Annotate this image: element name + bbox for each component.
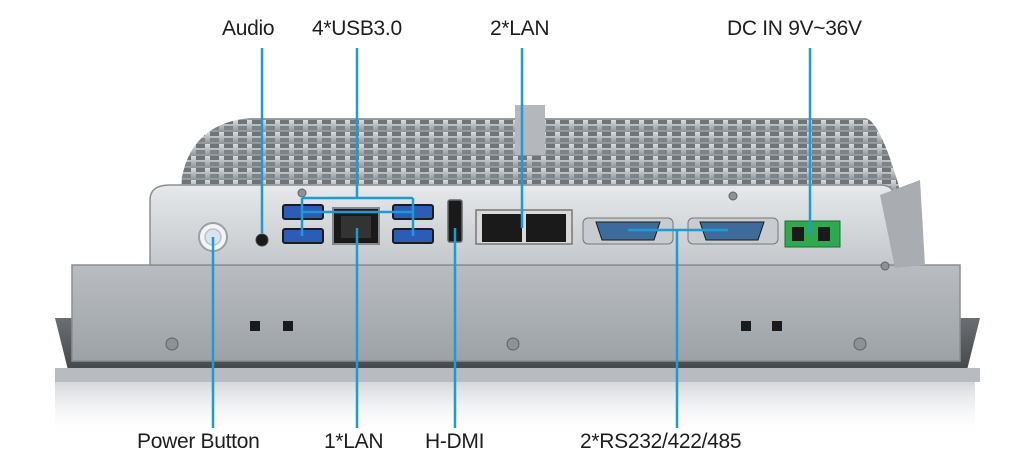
usb-label: 4*USB3.0 — [312, 17, 402, 40]
heatsink-ridge — [515, 105, 545, 155]
bezel-edge — [55, 368, 980, 382]
lan2-label: 2*LAN — [490, 17, 550, 40]
side-bracket — [880, 180, 925, 268]
screw-icon — [297, 188, 307, 198]
lan1-label: 1*LAN — [324, 430, 384, 453]
floor-reflection — [55, 378, 975, 438]
screw-icon — [165, 337, 179, 351]
screw-icon — [880, 261, 890, 271]
screw-icon — [728, 191, 738, 201]
dual-lan-ports-icon — [475, 209, 573, 245]
screw-icon — [506, 337, 520, 351]
audio-jack-icon — [255, 233, 269, 247]
screw-icon — [853, 337, 867, 351]
dc-terminal-block-icon — [784, 220, 841, 248]
lan-port-icon — [332, 207, 380, 245]
vent-hole — [772, 321, 782, 331]
serial-label: 2*RS232/422/485 — [580, 430, 742, 453]
power-button-label: Power Button — [137, 430, 260, 453]
dc-in-label: DC IN 9V~36V — [727, 17, 862, 40]
serial-ports-icon — [582, 217, 779, 245]
hdmi-label: H-DMI — [425, 430, 485, 453]
callout-lines — [211, 48, 812, 428]
vent-hole — [741, 321, 751, 331]
vent-hole — [283, 321, 293, 331]
vent-hole — [250, 321, 260, 331]
audio-label: Audio — [222, 17, 275, 40]
